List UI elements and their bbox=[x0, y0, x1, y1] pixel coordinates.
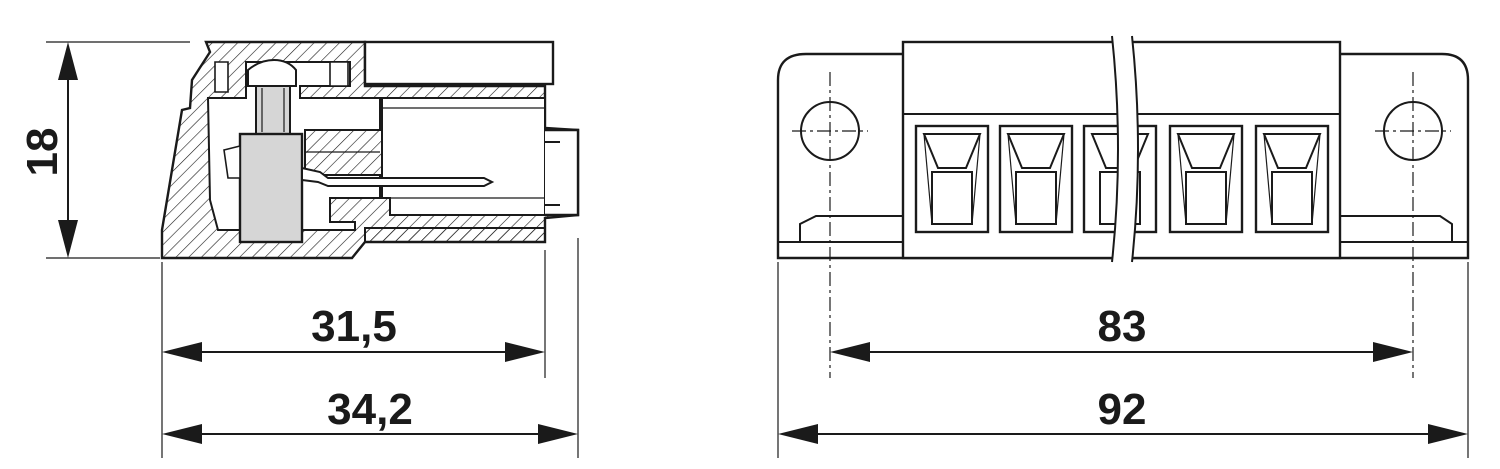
contact-pin bbox=[301, 166, 495, 187]
mounting-hole-right bbox=[1375, 72, 1451, 378]
opening-4 bbox=[1168, 124, 1244, 234]
dim-pitch-span: 83 bbox=[830, 302, 1413, 362]
dim-inner-length: 31,5 bbox=[162, 302, 545, 362]
opening-2 bbox=[998, 124, 1074, 234]
side-view: 18 31,5 34,2 bbox=[18, 40, 580, 458]
break-mark bbox=[1111, 35, 1139, 263]
dim-height: 18 bbox=[18, 42, 78, 258]
dim-outer-length-label: 34,2 bbox=[327, 385, 413, 434]
dim-pitch-span-label: 83 bbox=[1098, 302, 1147, 351]
screw bbox=[247, 58, 297, 135]
dim-overall-width-label: 92 bbox=[1098, 385, 1147, 434]
dim-outer-length: 34,2 bbox=[162, 385, 578, 444]
contact-clamp bbox=[223, 132, 304, 244]
front-openings bbox=[914, 124, 1330, 234]
opening-1 bbox=[914, 124, 990, 234]
mounting-hole-left bbox=[792, 72, 868, 378]
dim-inner-length-label: 31,5 bbox=[311, 302, 397, 351]
opening-5 bbox=[1254, 124, 1330, 234]
dim-overall-width: 92 bbox=[778, 385, 1468, 444]
dim-height-label: 18 bbox=[18, 128, 67, 177]
front-view: 83 92 bbox=[776, 35, 1470, 458]
